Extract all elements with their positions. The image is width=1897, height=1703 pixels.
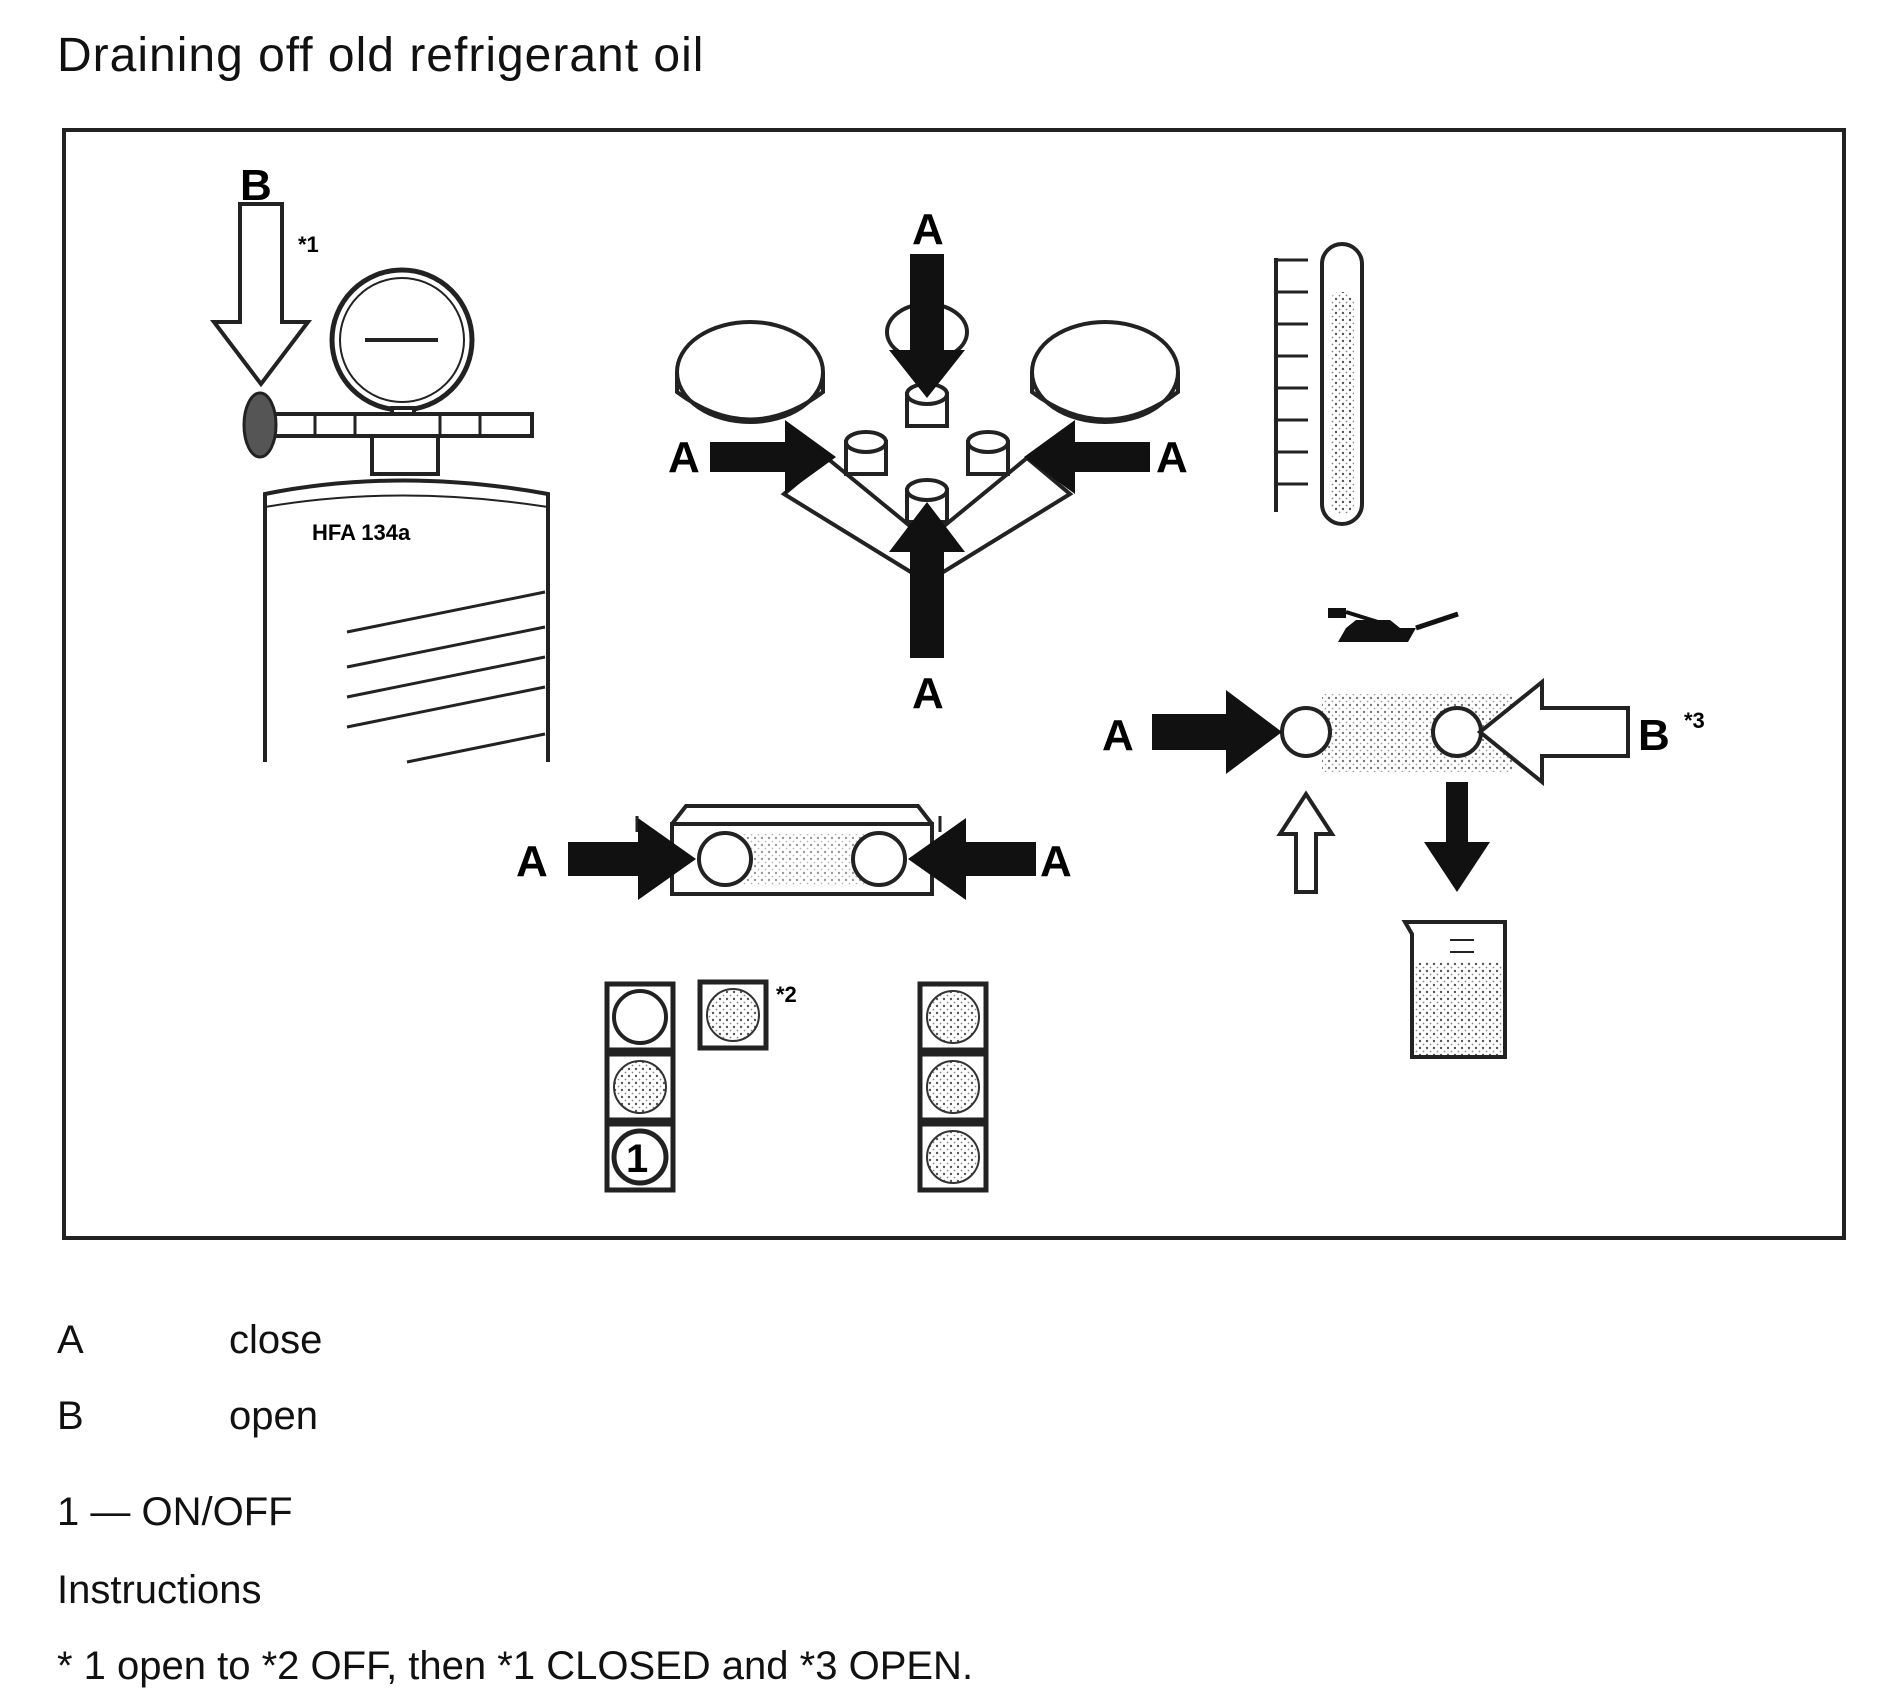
diagram-frame bbox=[62, 128, 1846, 1240]
note-2: *2 bbox=[776, 982, 797, 1007]
label-a-pair-right: A bbox=[1040, 837, 1072, 886]
label-a-right: A bbox=[1156, 433, 1188, 482]
label-a-left: A bbox=[668, 433, 700, 482]
legend-key: B bbox=[57, 1394, 84, 1438]
close-arrow-unit-icon bbox=[1152, 690, 1282, 774]
label-b3: B bbox=[1638, 711, 1670, 760]
instructions-heading: Instructions bbox=[57, 1568, 262, 1612]
note-1: *1 bbox=[298, 232, 319, 257]
valve-knob-icon bbox=[242, 391, 278, 459]
label-a-pair-left: A bbox=[516, 837, 548, 886]
valve-right-right-unit bbox=[1431, 706, 1483, 758]
switch-panel-left: 1 bbox=[604, 981, 676, 1193]
up-arrow-icon bbox=[1276, 790, 1336, 894]
close-arrow-pair-right-icon bbox=[908, 818, 1036, 900]
down-arrow-icon bbox=[1424, 782, 1490, 892]
close-arrow-bottom-icon bbox=[889, 502, 965, 658]
label-a-top: A bbox=[912, 205, 944, 254]
valve-block bbox=[675, 302, 1180, 585]
refrigerant-bottle: HFA 134a bbox=[263, 432, 550, 764]
open-arrow-b1-icon bbox=[209, 202, 313, 388]
close-arrow-pair-left-icon bbox=[568, 818, 696, 900]
open-arrow-b3-icon bbox=[1476, 677, 1630, 787]
valve-pair bbox=[635, 804, 942, 896]
label-a-bottom: A bbox=[912, 669, 944, 718]
legend-text: open bbox=[229, 1394, 318, 1438]
label-a-unit: A bbox=[1102, 711, 1134, 760]
instructions-text: * 1 open to *2 OFF, then *1 CLOSED and *… bbox=[57, 1644, 974, 1688]
on-off-switch-icon bbox=[611, 1128, 669, 1186]
valve-left-right-unit bbox=[1280, 706, 1332, 758]
bottle-label: HFA 134a bbox=[312, 520, 411, 545]
switch-note: 1 — ON/OFF bbox=[57, 1490, 293, 1534]
close-arrow-right-icon bbox=[1024, 420, 1150, 494]
oil-can-icon bbox=[1328, 608, 1459, 642]
legend-text: close bbox=[229, 1318, 323, 1362]
note-3: *3 bbox=[1684, 708, 1705, 733]
valve-procedure-diagram: HFA 134a B *1 A A A A bbox=[62, 128, 1846, 1240]
close-arrow-left-icon bbox=[710, 420, 836, 494]
legend-key: A bbox=[57, 1318, 84, 1362]
switch-panel-right bbox=[917, 981, 989, 1193]
measuring-tube-icon bbox=[1274, 242, 1364, 526]
close-arrow-top-icon bbox=[889, 254, 965, 398]
gauge-manifold bbox=[242, 267, 534, 459]
beaker-icon bbox=[1401, 920, 1507, 1059]
switch-number: 1 bbox=[626, 1137, 648, 1181]
switch-indicator-off: *2 bbox=[697, 979, 797, 1051]
page-title: Draining off old refrigerant oil bbox=[57, 29, 705, 82]
label-b1: B bbox=[240, 161, 272, 210]
